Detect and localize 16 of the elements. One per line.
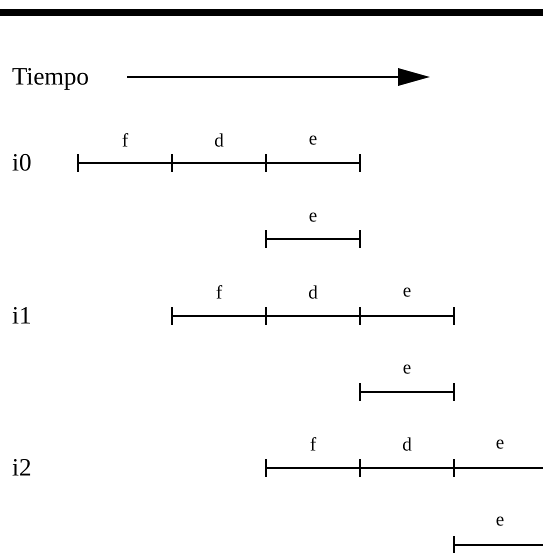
stage-label: d — [402, 436, 412, 454]
stage-label: d — [308, 284, 318, 302]
stage-label: e — [308, 130, 318, 148]
stage-label: e — [496, 510, 504, 530]
axis-label: Tiempo — [12, 64, 89, 90]
stage-label: f — [310, 436, 316, 454]
stage-label: f — [122, 132, 128, 150]
stage-label: e — [496, 434, 504, 452]
stage-label: f — [216, 284, 222, 302]
row-label: i0 — [12, 150, 32, 176]
row-label: i2 — [12, 456, 32, 480]
row-label: i1 — [12, 304, 32, 328]
stage-label: e — [402, 358, 412, 378]
stage-label: d — [214, 132, 224, 150]
stage-label: e — [402, 282, 412, 300]
stage-label: e — [308, 206, 318, 226]
